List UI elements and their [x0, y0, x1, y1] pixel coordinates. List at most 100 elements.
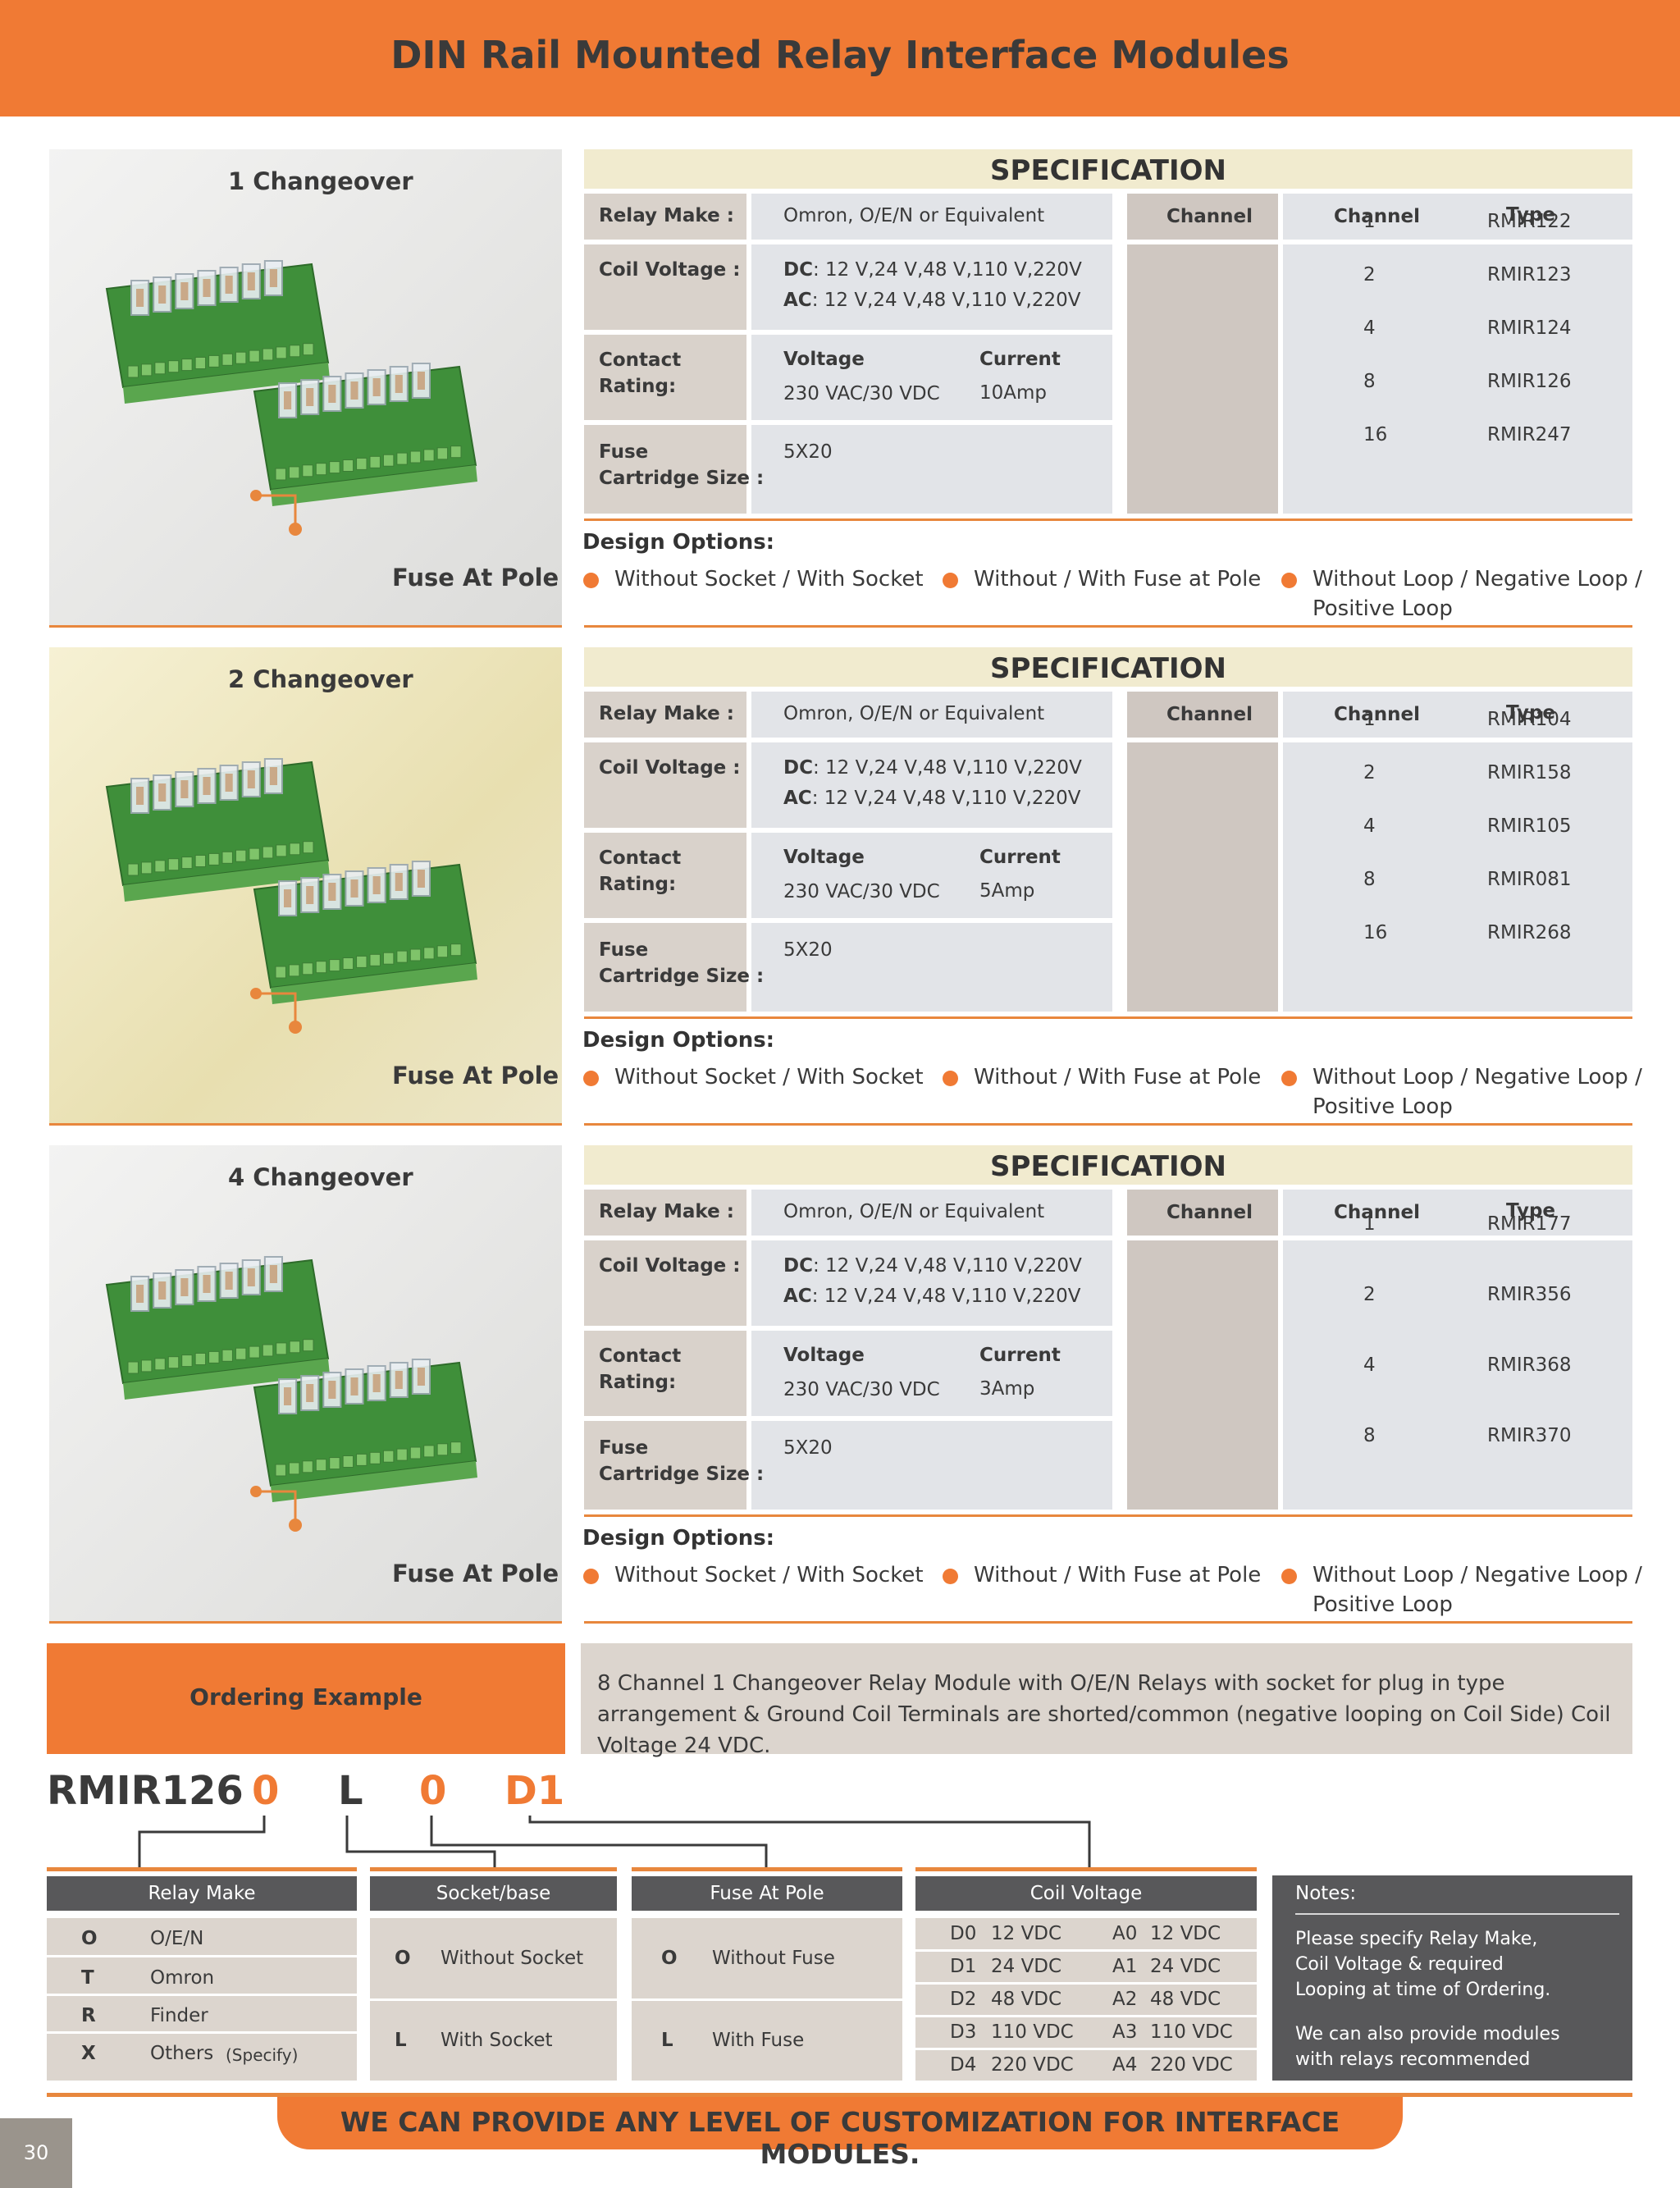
divider: [47, 1994, 357, 1996]
relay-make-table: O O/E/N T Omron R Finder X Others (Speci…: [47, 1918, 357, 2081]
page-header: DIN Rail Mounted Relay Interface Modules: [0, 0, 1680, 116]
channel-number: 2: [1363, 762, 1376, 783]
fuse-size-value-cell: [751, 1421, 1112, 1510]
coil-dc-line: DC: 12 V,24 V,48 V,110 V,220V: [783, 1251, 1082, 1281]
current-value: 10Amp: [979, 382, 1048, 404]
fuse-size-label-cell: [584, 923, 746, 1012]
channel-column-body: [1127, 1240, 1278, 1510]
coil-ac-value: 12 VDC: [1150, 1923, 1221, 1944]
relay-make-text: Others: [150, 2043, 214, 2064]
fuse-size-label-cell: [584, 425, 746, 514]
coil-ac-code: A2: [1112, 1989, 1138, 2010]
relay-make-header: Relay Make: [47, 1876, 357, 1911]
banner-text: WE CAN PROVIDE ANY LEVEL OF CUSTOMIZATIO…: [340, 2106, 1340, 2170]
relay-module-image: [105, 1256, 477, 1532]
type-code: RMIR247: [1487, 424, 1572, 445]
relay-make-text: Omron: [150, 1967, 215, 1989]
fuse-table: O Without Fuse L With Fuse: [632, 1918, 902, 2081]
design-option: Positive Loop: [1312, 596, 1453, 621]
coil-ac-code: A1: [1112, 1956, 1138, 1977]
type-header: Type: [1506, 702, 1556, 724]
cartridge-size-label: Cartridge Size :: [599, 468, 765, 489]
current-header: Current: [979, 1345, 1061, 1366]
changeover-title: 4 Changeover: [228, 1163, 413, 1191]
coil-dc-value: 24 VDC: [991, 1956, 1062, 1977]
order-code-base: RMIR126: [47, 1768, 244, 1814]
fuse-size-value: 5X20: [783, 441, 833, 463]
fuse-text: With Fuse: [712, 2030, 805, 2051]
bullet-icon: [943, 1071, 958, 1086]
channel-number: 16: [1363, 424, 1388, 445]
relay-make-value: Omron, O/E/N or Equivalent: [783, 1201, 1045, 1222]
divider: [915, 2048, 1257, 2050]
changeover-title: 1 Changeover: [228, 167, 413, 195]
coil-dc-prefix: DC: [783, 1255, 813, 1277]
socket-text: Without Socket: [441, 1948, 584, 1969]
channel-number: 4: [1363, 317, 1376, 339]
divider: [915, 1982, 1257, 1985]
coil-dc-value: 12 VDC: [991, 1923, 1062, 1944]
relay-make-accent: [47, 1867, 357, 1871]
coil-dc-code: D3: [950, 2021, 977, 2043]
contact-rating-label-cell: [584, 833, 746, 918]
contact-label: Contact: [599, 1345, 682, 1367]
rating-label: Rating:: [599, 874, 677, 895]
socket-table: O Without Socket L With Socket: [370, 1918, 617, 2081]
channel-column-header: [1127, 194, 1278, 240]
coil-ac-line: AC: 12 V,24 V,48 V,110 V,220V: [783, 783, 1081, 813]
type-table-header: [1283, 194, 1632, 240]
spec-underline: [584, 518, 1632, 521]
channel-column-body: [1127, 742, 1278, 1012]
design-option: Without / With Fuse at Pole: [974, 1563, 1262, 1587]
design-options-label: Design Options:: [582, 530, 775, 555]
type-code: RMIR124: [1487, 317, 1572, 339]
rating-label: Rating:: [599, 376, 677, 397]
divider: [915, 2015, 1257, 2017]
design-option: Positive Loop: [1312, 1592, 1453, 1617]
design-option: Without Loop / Negative Loop /: [1312, 1563, 1642, 1587]
note-line: Please specify Relay Make,: [1295, 1929, 1538, 1949]
fuse-at-pole-label: Fuse At Pole: [392, 564, 559, 592]
coil-dc-value: 48 VDC: [991, 1989, 1062, 2010]
relay-make-label-cell: [584, 692, 746, 738]
design-option: Without Loop / Negative Loop /: [1312, 567, 1642, 592]
customization-banner: WE CAN PROVIDE ANY LEVEL OF CUSTOMIZATIO…: [277, 2097, 1403, 2170]
design-option: Without Socket / With Socket: [614, 567, 924, 592]
footer-rule: [47, 2093, 1632, 2097]
coil-voltage-value-cell: [751, 244, 1112, 330]
spec-title: SPECIFICATION: [990, 154, 1226, 187]
relay-make-label: Relay Make :: [599, 703, 734, 724]
type-code: RMIR126: [1487, 371, 1572, 392]
relay-make-value-cell: [751, 692, 1112, 738]
voltage-value: 230 VAC/30 VDC: [783, 1379, 940, 1400]
relay-make-label-cell: [584, 1190, 746, 1236]
channel-header: Channel: [1334, 206, 1421, 227]
coil-ac-value: 110 VDC: [1150, 2021, 1233, 2043]
channel-number: 8: [1363, 869, 1376, 890]
cartridge-size-label: Cartridge Size :: [599, 1464, 765, 1485]
voltage-value: 230 VAC/30 VDC: [783, 383, 940, 404]
coil-accent: [915, 1867, 1257, 1871]
bullet-icon: [583, 1569, 599, 1584]
spec-underline: [584, 1514, 1632, 1517]
coil-ac-prefix: AC: [783, 290, 812, 311]
bullet-icon: [583, 1071, 599, 1086]
notes-header: Notes:: [1272, 1875, 1632, 1912]
fuse-text: Without Fuse: [712, 1948, 835, 1969]
socket-text: With Socket: [441, 2030, 553, 2051]
relay-make-code: R: [81, 2005, 96, 2026]
design-option: Without / With Fuse at Pole: [974, 1065, 1262, 1089]
coil-ac-code: A3: [1112, 2021, 1138, 2043]
fuse-label: Fuse: [599, 939, 649, 961]
contact-label: Contact: [599, 847, 682, 869]
notes-divider: [1295, 1913, 1619, 1915]
current-value: 3Amp: [979, 1378, 1035, 1400]
bullet-icon: [1281, 1071, 1297, 1086]
fuse-at-pole-label: Fuse At Pole: [392, 1062, 559, 1089]
divider: [370, 1998, 617, 2001]
fuse-size-value: 5X20: [783, 1437, 833, 1459]
contact-rating-value-cell: [751, 335, 1112, 420]
channel-number: 16: [1363, 922, 1388, 943]
